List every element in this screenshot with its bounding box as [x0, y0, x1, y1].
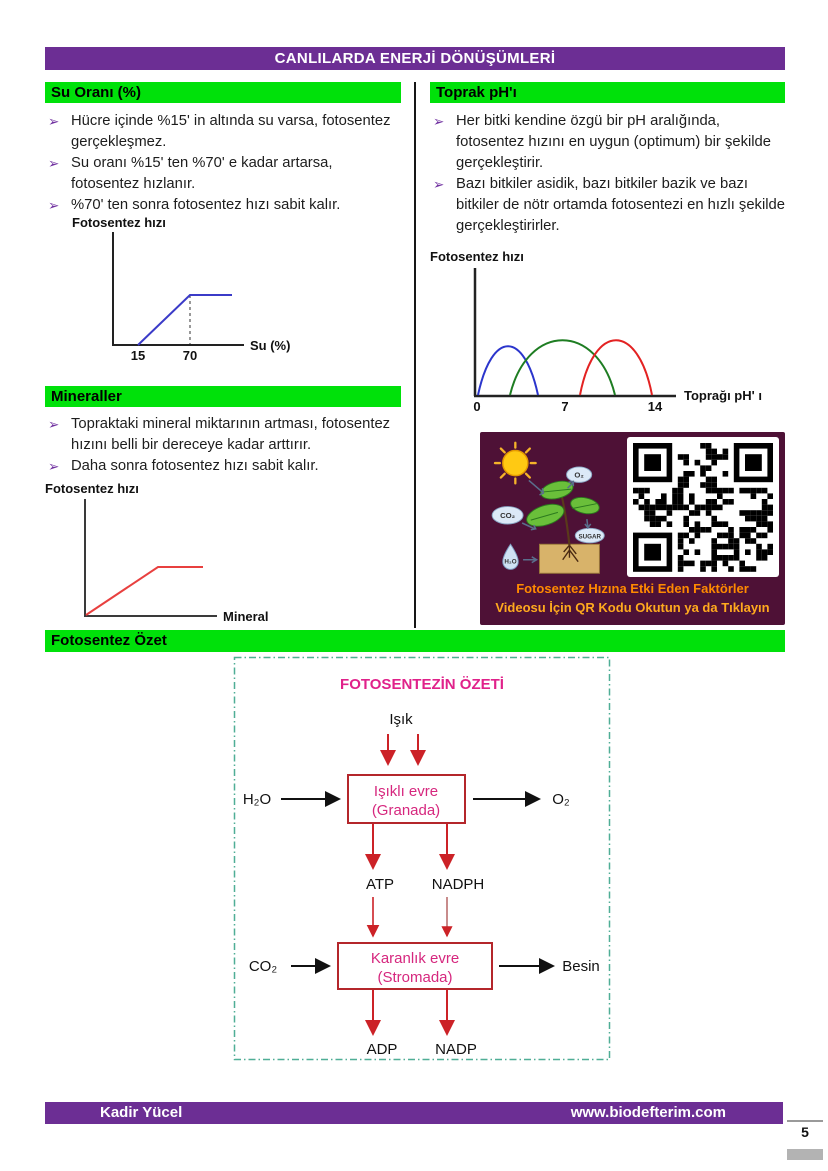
y-axis-label: Fotosentez hızı	[430, 249, 524, 264]
photosynthesis-summary-diagram: FOTOSENTEZİN ÖZETİ Işık Işıklı evre (Gra…	[233, 656, 611, 1061]
co2-cloud-icon: CO₂	[491, 506, 524, 525]
section-header-su-orani: Su Oranı (%)	[45, 82, 401, 103]
diagram-title: FOTOSENTEZİN ÖZETİ	[340, 676, 504, 693]
h2o-label: H₂O	[504, 559, 516, 566]
bullet-text: Daha sonra fotosentez hızı sabit kalır.	[71, 458, 319, 474]
bullet-arrow-icon: ➢	[48, 114, 60, 129]
list-item: ➢ %70' ten sonra fotosentez hızı sabit k…	[48, 195, 400, 216]
light-phase-label: Işıklı evre	[374, 783, 438, 800]
toprak-ph-bullets: ➢ Her bitki kendine özgü bir pH aralığın…	[433, 111, 789, 237]
bullet-arrow-icon: ➢	[48, 198, 60, 213]
section-header-mineraller: Mineraller	[45, 386, 401, 407]
x-tick-14: 14	[648, 399, 663, 414]
list-item: ➢ Su oranı %15' ten %70' e kadar artarsa…	[48, 153, 400, 195]
h2o-label: H₂O	[243, 791, 271, 808]
sugar-bubble-icon: SUGAR	[574, 527, 605, 544]
y-axis-label: Fotosentez hızı	[45, 482, 139, 496]
bullet-text: Su oranı %15' ten %70' e kadar artarsa, …	[71, 155, 333, 192]
x-tick-7: 7	[561, 399, 568, 414]
page-number: 5	[801, 1124, 809, 1140]
mineral-rate-chart: Fotosentez hızı Mineral	[45, 482, 269, 624]
atp-label: ATP	[366, 876, 394, 893]
bullet-arrow-icon: ➢	[48, 459, 60, 474]
footer-author: Kadir Yücel	[100, 1104, 183, 1121]
o2-label: O₂	[574, 471, 584, 480]
light-phase-location: (Granada)	[372, 802, 440, 819]
bullet-text: Her bitki kendine özgü bir pH aralığında…	[456, 113, 772, 171]
qr-code[interactable]	[627, 437, 779, 577]
dark-phase-location: (Stromada)	[377, 969, 452, 986]
x-tick-70: 70	[183, 348, 197, 363]
section-header-fotosentez-ozet: Fotosentez Özet	[45, 630, 785, 652]
water-rate-chart: Fotosentez hızı 15 70 Su (%)	[72, 215, 290, 363]
page-number-rule	[787, 1120, 823, 1122]
ph-rate-chart: Fotosentez hızı 0 7 14 Toprağı pH' ı	[430, 249, 762, 414]
o2-cloud-icon: O₂	[566, 466, 593, 483]
dark-phase-box	[337, 942, 493, 990]
page-title: CANLILARDA ENERJİ DÖNÜŞÜMLERİ	[45, 47, 785, 70]
list-item: ➢ Hücre içinde %15' in altında su varsa,…	[48, 111, 400, 153]
section-header-toprak-ph: Toprak pH'ı	[430, 82, 785, 103]
bullet-arrow-icon: ➢	[48, 417, 60, 432]
co2-label: CO₂	[249, 958, 278, 975]
dark-phase-label: Karanlık evre	[371, 950, 459, 967]
water-drop-icon: H₂O	[502, 543, 519, 570]
qr-caption-line2: Videosu İçin QR Kodu Okutun ya da Tıklay…	[495, 600, 770, 615]
photosynthesis-illustration: CO₂ O₂ SUGAR H₂O	[491, 441, 605, 574]
bullet-text: Topraktaki mineral miktarının artması, f…	[71, 416, 391, 453]
bullet-arrow-icon: ➢	[433, 114, 445, 129]
video-qr-card[interactable]: CO₂ O₂ SUGAR H₂O	[480, 432, 785, 625]
mineraller-bullets: ➢ Topraktaki mineral miktarının artması,…	[48, 414, 420, 477]
plant-icon	[526, 480, 600, 574]
list-item: ➢ Her bitki kendine özgü bir pH aralığın…	[433, 111, 789, 174]
acidic-plant-curve	[477, 345, 539, 396]
bullet-arrow-icon: ➢	[48, 156, 60, 171]
bullet-text: Hücre içinde %15' in altında su varsa, f…	[71, 113, 391, 150]
y-axis-label: Fotosentez hızı	[72, 215, 166, 230]
list-item: ➢ Topraktaki mineral miktarının artması,…	[48, 414, 420, 456]
o2-label: O₂	[552, 791, 570, 808]
adp-label: ADP	[367, 1041, 398, 1058]
bullet-text: Bazı bitkiler asidik, bazı bitkiler bazi…	[456, 176, 785, 234]
x-axis-label: Mineral	[223, 609, 269, 624]
light-phase-box	[347, 774, 466, 824]
co2-label: CO₂	[500, 511, 516, 520]
light-label: Işık	[389, 711, 413, 728]
sun-icon	[493, 441, 537, 485]
besin-label: Besin	[562, 958, 600, 975]
qr-caption-line1: Fotosentez Hızına Etki Eden Faktörler	[516, 581, 749, 596]
x-axis-label: Su (%)	[250, 338, 290, 353]
column-divider	[414, 82, 416, 628]
x-tick-0: 0	[473, 399, 480, 414]
list-item: ➢ Daha sonra fotosentez hızı sabit kalır…	[48, 456, 420, 477]
basic-plant-curve	[579, 339, 653, 396]
footer-website-link[interactable]: www.biodefterim.com	[570, 1104, 726, 1121]
bullet-text: %70' ten sonra fotosentez hızı sabit kal…	[71, 197, 341, 213]
page-corner-mark	[787, 1149, 823, 1160]
sugar-label: SUGAR	[578, 533, 601, 540]
nadph-label: NADPH	[432, 876, 485, 893]
bullet-arrow-icon: ➢	[433, 177, 445, 192]
flow-arrows	[521, 479, 592, 564]
mineral-rate-line	[85, 566, 203, 616]
neutral-plant-curve	[509, 339, 616, 396]
water-rate-line	[137, 294, 232, 346]
su-orani-bullets: ➢ Hücre içinde %15' in altında su varsa,…	[48, 111, 400, 216]
dashed-frame	[233, 656, 611, 1061]
list-item: ➢ Bazı bitkiler asidik, bazı bitkiler ba…	[433, 174, 789, 237]
nadp-label: NADP	[435, 1041, 477, 1058]
x-axis-label: Toprağı pH' ı	[684, 388, 762, 403]
footer-bar: Kadir Yücel www.biodefterim.com	[45, 1102, 783, 1124]
x-tick-15: 15	[131, 348, 145, 363]
